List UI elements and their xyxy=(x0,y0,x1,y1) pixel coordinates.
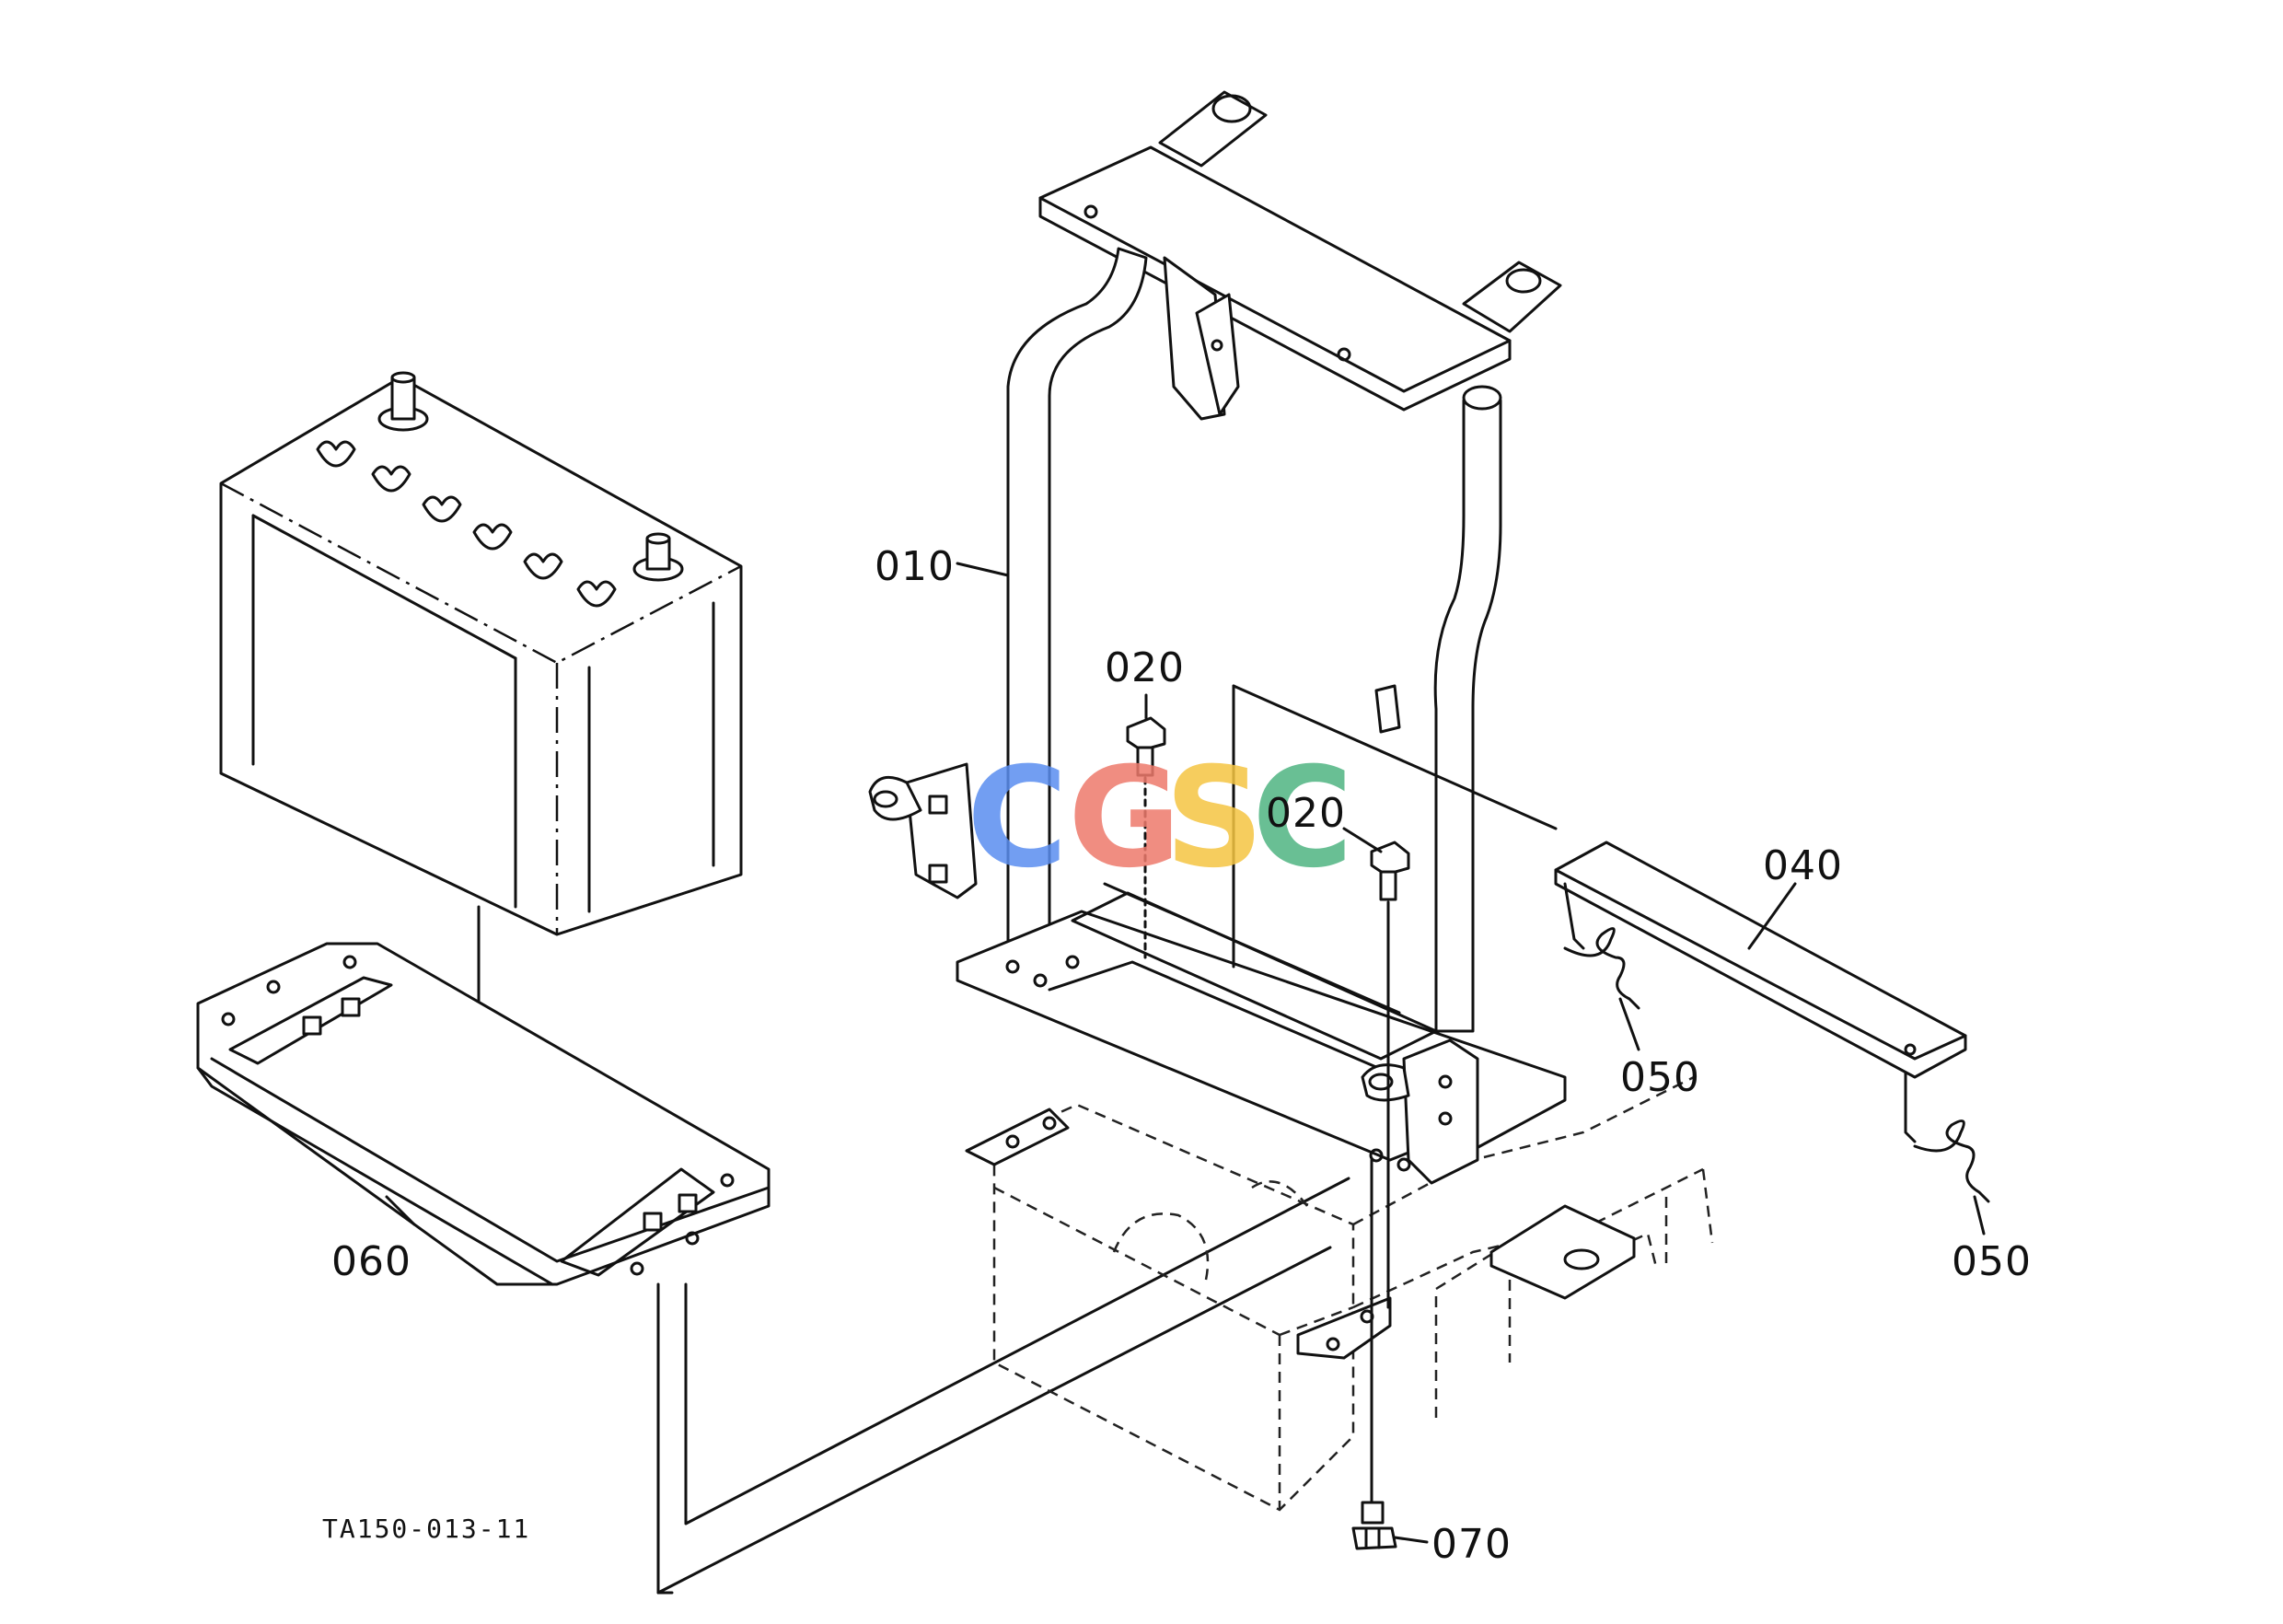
positive-terminal xyxy=(377,371,429,432)
cgsc-watermark: C G S C xyxy=(967,738,1353,899)
watermark-letter-c: C xyxy=(967,738,1068,899)
label-050-upper: 050 xyxy=(1620,1054,1700,1101)
watermark-letter-g: G xyxy=(1068,738,1181,899)
label-070: 070 xyxy=(1431,1521,1512,1568)
watermark-letter-s: S xyxy=(1165,738,1264,899)
bolt-020-right xyxy=(1370,841,1410,901)
label-020-right: 020 xyxy=(1266,790,1346,837)
nut-070 xyxy=(1351,1501,1397,1550)
negative-terminal xyxy=(632,532,684,582)
battery-tray xyxy=(196,942,771,1286)
machine-frame xyxy=(965,1075,1714,1512)
tray-reference-line xyxy=(656,1282,674,1595)
label-010: 010 xyxy=(875,543,955,590)
battery xyxy=(219,371,743,936)
label-060: 060 xyxy=(331,1238,411,1285)
watermark-letter-c2: C xyxy=(1252,738,1353,899)
battery-stay-040 xyxy=(1554,841,1967,1143)
label-050-lower: 050 xyxy=(1952,1238,2032,1285)
spring-050-lower xyxy=(1913,1119,1990,1203)
tray-reference-line-2 xyxy=(684,1177,1350,1525)
tray-reference-line-3 xyxy=(656,1246,1332,1595)
battery-bracket-010 xyxy=(868,90,1567,1185)
drawing-code: TA150-013-11 xyxy=(322,1514,530,1544)
bracket-stay-line xyxy=(1232,684,1558,830)
spring-050-upper xyxy=(1563,927,1640,1010)
label-040: 040 xyxy=(1763,842,1843,889)
battery-caps xyxy=(316,440,617,608)
leader-lines xyxy=(385,562,1986,1544)
bolt-020-left xyxy=(1126,716,1166,777)
label-020-left: 020 xyxy=(1105,644,1185,691)
